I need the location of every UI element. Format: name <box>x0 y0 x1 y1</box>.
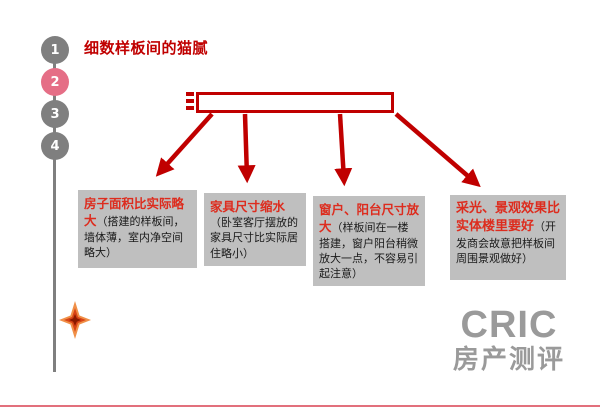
step-number: 1 <box>50 42 60 58</box>
arrow-to-branch-3 <box>334 113 353 187</box>
branch-node-window-balcony: 窗户、阳台尺寸放大（样板间在一楼搭建，窗户阳台稍微放大一点，不容易引起注意） <box>313 196 425 287</box>
step-circle-3: 3 <box>41 100 69 128</box>
branch-heading: 窗户、阳台尺寸放大 <box>319 202 420 235</box>
step-circle-4: 4 <box>41 132 69 160</box>
branch-heading: 家具尺寸缩水 <box>210 199 286 214</box>
branch-body: （开发商会故意把样板间周围景观做好） <box>456 219 557 266</box>
cric-logo: CRIC 房产测评 <box>448 306 570 375</box>
branch-body: （卧室客厅摆放的家具尺寸比实际居住略小） <box>210 216 298 260</box>
emphasis-dash <box>186 92 194 96</box>
cric-logo-wordmark: CRIC <box>460 304 558 346</box>
emphasis-dash <box>186 99 194 103</box>
step-number: 2 <box>50 74 60 90</box>
step-circle-2-active: 2 <box>41 68 69 96</box>
arrow-to-branch-2 <box>237 113 256 184</box>
step-connector-line <box>53 50 56 372</box>
cric-logo-subtitle: 房产测评 <box>452 345 565 375</box>
emphasis-dash <box>186 106 194 110</box>
bottom-divider-line <box>0 405 600 407</box>
branch-body: （样板间在一楼搭建，窗户阳台稍微放大一点，不容易引起注意） <box>319 221 418 280</box>
step-circle-1: 1 <box>41 36 69 64</box>
branch-heading: 采光、景观效果比实体楼里要好 <box>456 201 561 234</box>
branch-node-house-area: 房子面积比实际略大（搭建的样板间，墙体薄，室内净空间略大） <box>78 190 197 268</box>
step-number: 4 <box>50 138 60 154</box>
arrow-to-branch-4 <box>394 112 481 188</box>
branch-node-lighting-landscape: 采光、景观效果比实体楼里要好（开发商会故意把样板间周围景观做好） <box>450 195 566 280</box>
four-point-star-icon <box>59 301 91 339</box>
branch-body: （搭建的样板间，墙体薄，室内净空间略大） <box>84 215 185 259</box>
arrow-to-branch-1 <box>155 112 214 177</box>
page-title: 细数样板间的猫腻 <box>84 39 209 57</box>
branch-node-furniture-size: 家具尺寸缩水 （卧室客厅摆放的家具尺寸比实际居住略小） <box>204 193 306 266</box>
branch-heading: 房子面积比实际略大 <box>84 196 185 229</box>
central-topic-box <box>196 92 394 113</box>
step-number: 3 <box>50 106 60 122</box>
